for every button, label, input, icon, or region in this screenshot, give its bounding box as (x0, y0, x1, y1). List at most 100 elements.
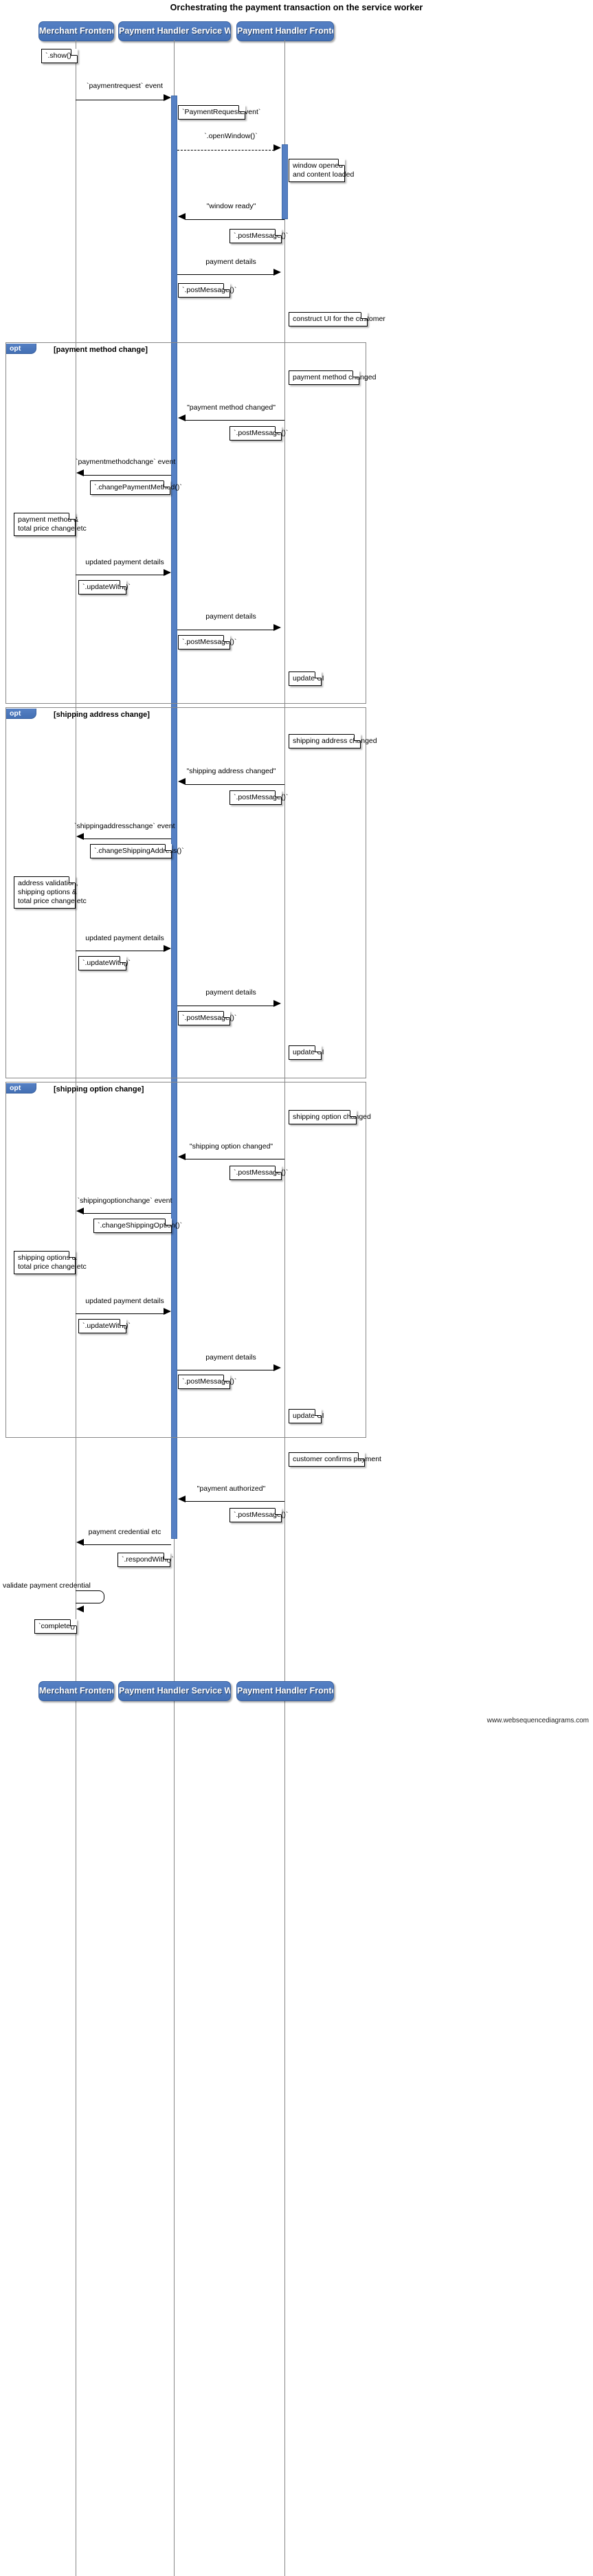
note-change-shipping-address: `.changeShippingAddress()` (90, 843, 184, 858)
fragment-opt-payment-method-change (5, 342, 366, 704)
note-payment-method-total-price-change: payment method & total price change etc (14, 512, 87, 536)
actor-label: Payment Handler Frontend (237, 26, 333, 36)
fragment-opt-shipping-option-change (5, 1082, 366, 1439)
message-label-updated-payment-details: updated payment details (85, 558, 164, 567)
note-update-with: `.updateWith()` (78, 1318, 131, 1333)
note-post-message: `.postMessage()` (178, 1374, 236, 1389)
message-label-updated-payment-details: updated payment details (85, 934, 164, 943)
arrowhead-right (164, 569, 171, 577)
message-label-payment-credential-etc: payment credential etc (88, 1528, 161, 1537)
arrowhead-left (76, 469, 84, 476)
actor-label: Payment Handler Service Worker (119, 1686, 230, 1696)
actor-label: Payment Handler Service Worker (119, 26, 230, 36)
note-shipping-option-changed: shipping option changed (289, 1109, 371, 1124)
message-label-payment-details: payment details (205, 988, 256, 997)
note-respond-with: `.respondWith()` (118, 1552, 174, 1567)
note-customer-confirms-payment: customer confirms payment (289, 1452, 381, 1467)
sequence-diagram-canvas: Orchestrating the payment transaction on… (3, 3, 589, 2576)
actor-header-payment-handler-frontend[interactable]: Payment Handler Frontend (236, 21, 334, 41)
actor-label: Merchant Frontend (39, 26, 114, 36)
activation-payment-handler-frontend (282, 144, 288, 219)
activation-service-worker (171, 95, 177, 1540)
arrowhead-right (273, 269, 281, 276)
message-label-payment-details: payment details (205, 258, 256, 267)
note-post-message: `.postMessage()` (230, 425, 288, 441)
note-update-with: `.updateWith()` (78, 956, 131, 971)
message-label-validate-payment-credential: validate payment credential (3, 1581, 91, 1590)
message-arrow-open-window (177, 150, 274, 151)
note-construct-ui-for-customer: construct UI for the customer (289, 312, 385, 327)
arrowhead-left (178, 213, 186, 221)
arrowhead-right (273, 1364, 281, 1372)
fragment-kind-label: opt (10, 1083, 21, 1092)
message-label-payment-details: payment details (205, 612, 256, 621)
note-change-payment-method: `.changePaymentMethod()` (90, 480, 182, 495)
arrowhead-left (76, 1606, 84, 1613)
arrowhead-right (273, 999, 281, 1007)
note-shipping-address-changed: shipping address changed (289, 733, 377, 748)
arrowhead-right (273, 623, 281, 631)
lifeline-payment-handler-frontend (284, 40, 285, 2576)
message-label-shipping-option-changed: "shipping option changed" (189, 1142, 273, 1151)
actor-header-merchant-frontend[interactable]: Merchant Frontend (38, 21, 114, 41)
note-post-message: `.postMessage()` (230, 1165, 288, 1180)
note-update-ui: update UI (289, 1045, 324, 1060)
arrowhead-left (76, 832, 84, 840)
arrowhead-right (164, 945, 171, 953)
message-label-payment-details: payment details (205, 1353, 256, 1362)
fragment-condition-shipping-option-change: [shipping option change] (54, 1085, 144, 1094)
message-label-payment-method-changed: "payment method changed" (187, 403, 276, 412)
note-update-ui: update UI (289, 1409, 324, 1423)
message-label-updated-payment-details: updated payment details (85, 1296, 164, 1305)
note-shipping-options-total-price-change: shipping options & total price change et… (14, 1251, 87, 1275)
arrowhead-left (76, 1208, 84, 1215)
fragment-tab-opt-3: opt (6, 1082, 36, 1093)
arrowhead-right (164, 94, 171, 102)
note-change-shipping-option: `.changeShippingOption()` (93, 1219, 182, 1234)
note-payment-method-changed: payment method changed (289, 370, 376, 385)
message-label-shippingoptionchange-event: `shippingoptionchange` event (77, 1196, 172, 1205)
arrowhead-left (178, 778, 186, 786)
note-post-message: `.postMessage()` (230, 229, 288, 244)
message-label-window-ready: "window ready" (206, 202, 256, 211)
message-arrow-payment-details (177, 274, 274, 276)
note-post-message: `.postMessage()` (178, 1010, 236, 1025)
self-message-loop (76, 1590, 104, 1603)
actor-label: Merchant Frontend (39, 1686, 114, 1696)
note-post-message: `.postMessage()` (178, 283, 236, 298)
message-label-payment-authorized: "payment authorized" (197, 1485, 266, 1494)
site-credit: www.websequencediagrams.com (486, 1717, 589, 1724)
message-arrow-paymentmethodchange-event (84, 474, 171, 476)
arrowhead-left (178, 1496, 186, 1503)
note-post-message: `.postMessage()` (178, 634, 236, 649)
diagram-title: Orchestrating the payment transaction on… (170, 3, 423, 12)
note-update-with: `.updateWith()` (78, 580, 131, 595)
fragment-condition-shipping-address-change: [shipping address change] (54, 710, 150, 719)
note-post-message: `.postMessage()` (230, 790, 288, 806)
fragment-opt-shipping-address-change (5, 707, 366, 1079)
note-update-ui: update UI (289, 671, 324, 687)
message-label-shippingaddresschange-event: `shippingaddresschange` event (74, 821, 175, 830)
message-arrow-shippingoptionchange-event (84, 1213, 171, 1214)
actor-footer-payment-handler-frontend[interactable]: Payment Handler Frontend (236, 1681, 334, 1701)
message-arrow-payment-authorized (186, 1501, 284, 1502)
actor-header-payment-handler-service-worker[interactable]: Payment Handler Service Worker (118, 21, 231, 41)
note-window-opened-content-loaded: window opened and content loaded (289, 159, 354, 183)
message-arrow-window-ready (186, 219, 284, 220)
message-arrow-payment-method-changed (186, 420, 284, 421)
fragment-kind-label: opt (10, 344, 21, 353)
note-post-message: `.postMessage()` (230, 1508, 288, 1523)
message-arrow-shipping-address-changed (186, 784, 284, 785)
actor-footer-payment-handler-service-worker[interactable]: Payment Handler Service Worker (118, 1681, 231, 1701)
arrowhead-right (164, 1307, 171, 1315)
note-address-validation-shipping-options: address validation, shipping options & t… (14, 876, 87, 909)
message-label-paymentrequest-event: `paymentrequest` event (87, 82, 163, 91)
arrowhead-left (178, 414, 186, 422)
note-complete: `complete()` (34, 1619, 78, 1634)
fragment-tab-opt-2: opt (6, 708, 36, 719)
message-label-shipping-address-changed: "shipping address changed" (186, 767, 276, 776)
actor-footer-merchant-frontend[interactable]: Merchant Frontend (38, 1681, 114, 1701)
message-label-open-window: `.openWindow()` (204, 132, 258, 141)
message-arrow-payment-credential-etc (84, 1544, 171, 1546)
arrowhead-left (76, 1539, 84, 1546)
